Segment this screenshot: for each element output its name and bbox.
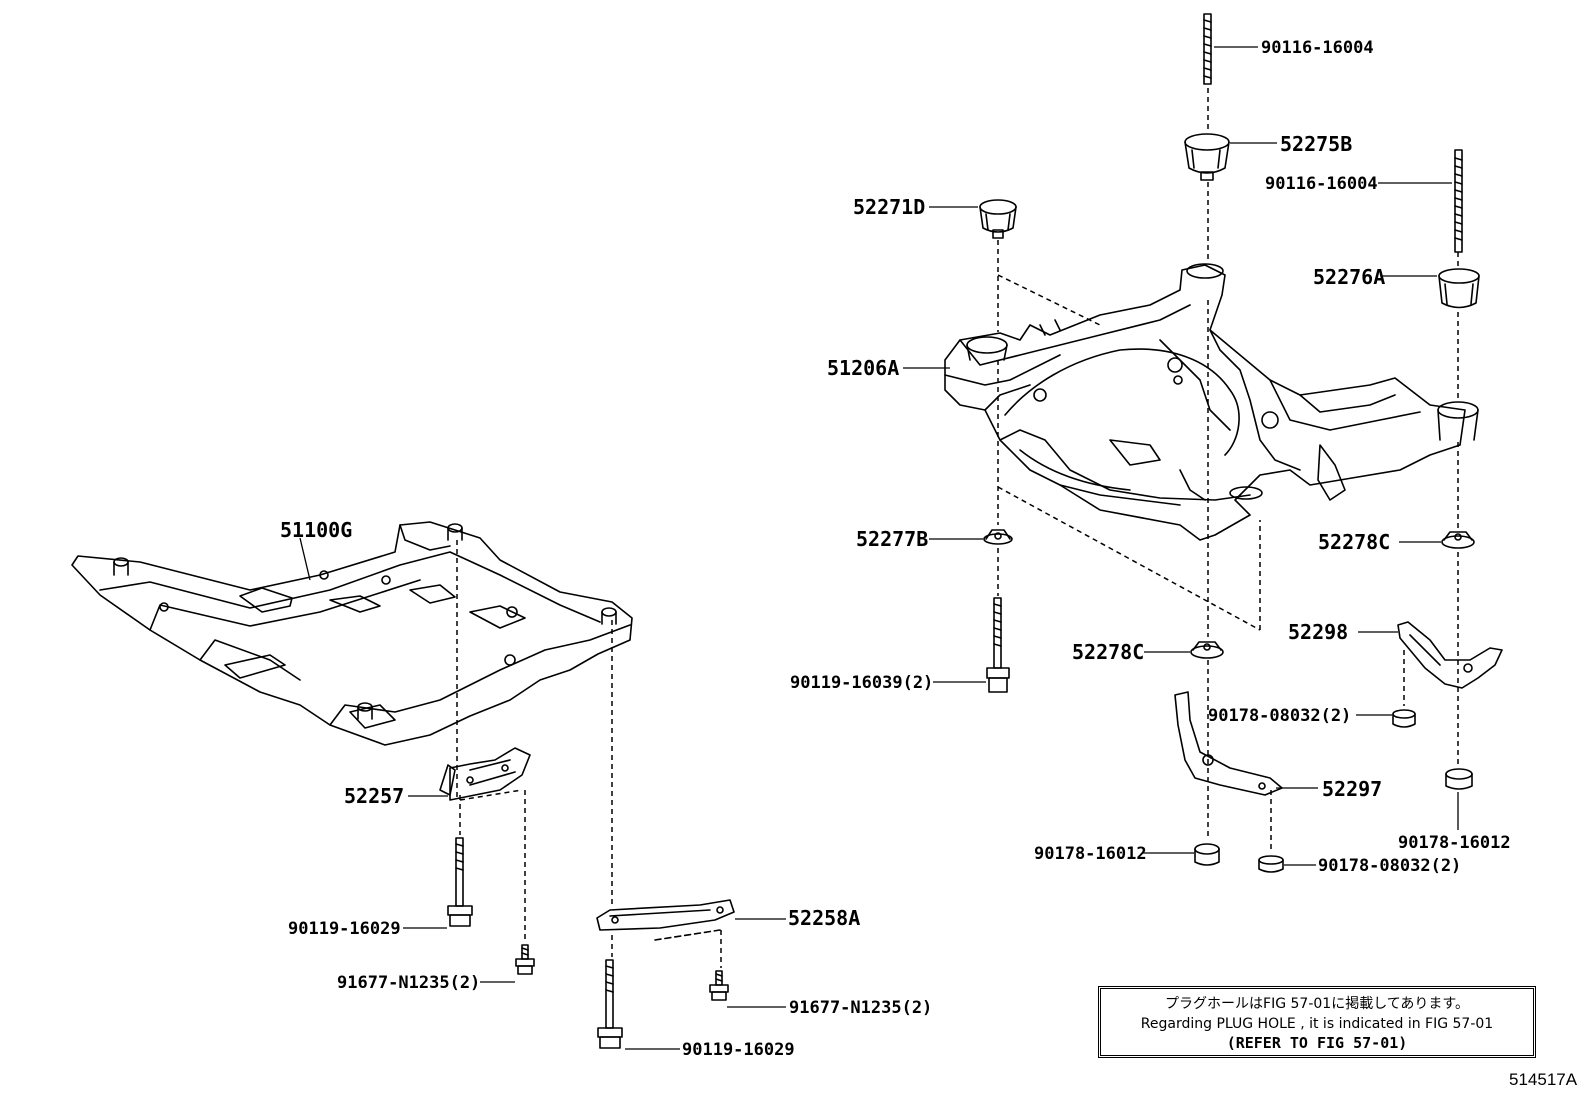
label-90119-16039: 90119-16039(2) [790, 673, 933, 693]
label-90119-16029-b: 90119-16029 [682, 1040, 795, 1060]
label-91677-n1235-b: 91677-N1235(2) [789, 998, 932, 1018]
note-refer-text: (REFER TO FIG 57-01) [1226, 1034, 1408, 1052]
label-52275b: 52275B [1280, 132, 1352, 156]
stopper-52278c-b [1441, 531, 1475, 549]
reference-note-box: プラグホールはFIG 57-01に掲載してあります。 Regarding PLU… [1098, 986, 1536, 1058]
label-51206a: 51206A [827, 356, 899, 380]
rear-crossmember-51206a [944, 263, 1479, 541]
stud-90116-16004-a [1203, 13, 1212, 85]
label-90178-16012-a: 90178-16012 [1034, 844, 1147, 864]
label-90116-16004-a: 90116-16004 [1261, 38, 1374, 58]
bolt-90119-16029-a [447, 837, 473, 927]
label-90178-08032-a: 90178-08032(2) [1208, 706, 1351, 726]
assembly-lines [456, 88, 1459, 968]
bushing-52271d [979, 199, 1017, 239]
label-52271d: 52271D [853, 195, 925, 219]
label-91677-n1235-a: 91677-N1235(2) [337, 973, 480, 993]
figure-code: 514517A [1509, 1070, 1578, 1089]
label-90178-08032-b: 90178-08032(2) [1318, 856, 1461, 876]
bushing-52276a [1438, 268, 1480, 309]
label-52298: 52298 [1288, 620, 1348, 644]
bracket-52298 [1397, 621, 1503, 689]
label-52278c-a: 52278C [1072, 640, 1144, 664]
bolt-91677-n1235-b [709, 970, 729, 1001]
label-90178-16012-b: 90178-16012 [1398, 833, 1511, 853]
label-52258a: 52258A [788, 906, 860, 930]
label-52277b: 52277B [856, 527, 928, 551]
bushing-52275b [1184, 133, 1230, 181]
nut-90178-16012-b [1445, 768, 1473, 790]
label-52297: 52297 [1322, 777, 1382, 801]
bolt-90119-16029-b [597, 959, 623, 1049]
stud-90116-16004-b [1454, 149, 1463, 253]
label-52276a: 52276A [1313, 265, 1385, 289]
bolt-91677-n1235-a [515, 944, 535, 975]
leader-lines [299, 46, 1459, 1050]
nut-90178-16012-a [1194, 843, 1220, 866]
bolt-90119-16039 [986, 597, 1010, 693]
nut-90178-08032-b [1258, 855, 1284, 873]
label-52257: 52257 [344, 784, 404, 808]
label-52278c-b: 52278C [1318, 530, 1390, 554]
note-english-text: Regarding PLUG HOLE , it is indicated in… [1140, 1016, 1494, 1032]
note-japanese-text: プラグホールはFIG 57-01に掲載してあります。 [1165, 996, 1469, 1012]
bracket-52257 [439, 747, 531, 801]
stopper-52277b [983, 529, 1013, 545]
nut-90178-08032-a [1392, 709, 1416, 728]
stopper-52278c-a [1190, 641, 1224, 659]
front-crossmember-51100g [71, 521, 633, 746]
label-90119-16029-a: 90119-16029 [288, 919, 401, 939]
label-90116-16004-b: 90116-16004 [1265, 174, 1378, 194]
bracket-52258a [596, 899, 735, 941]
label-51100g: 51100G [280, 518, 352, 542]
